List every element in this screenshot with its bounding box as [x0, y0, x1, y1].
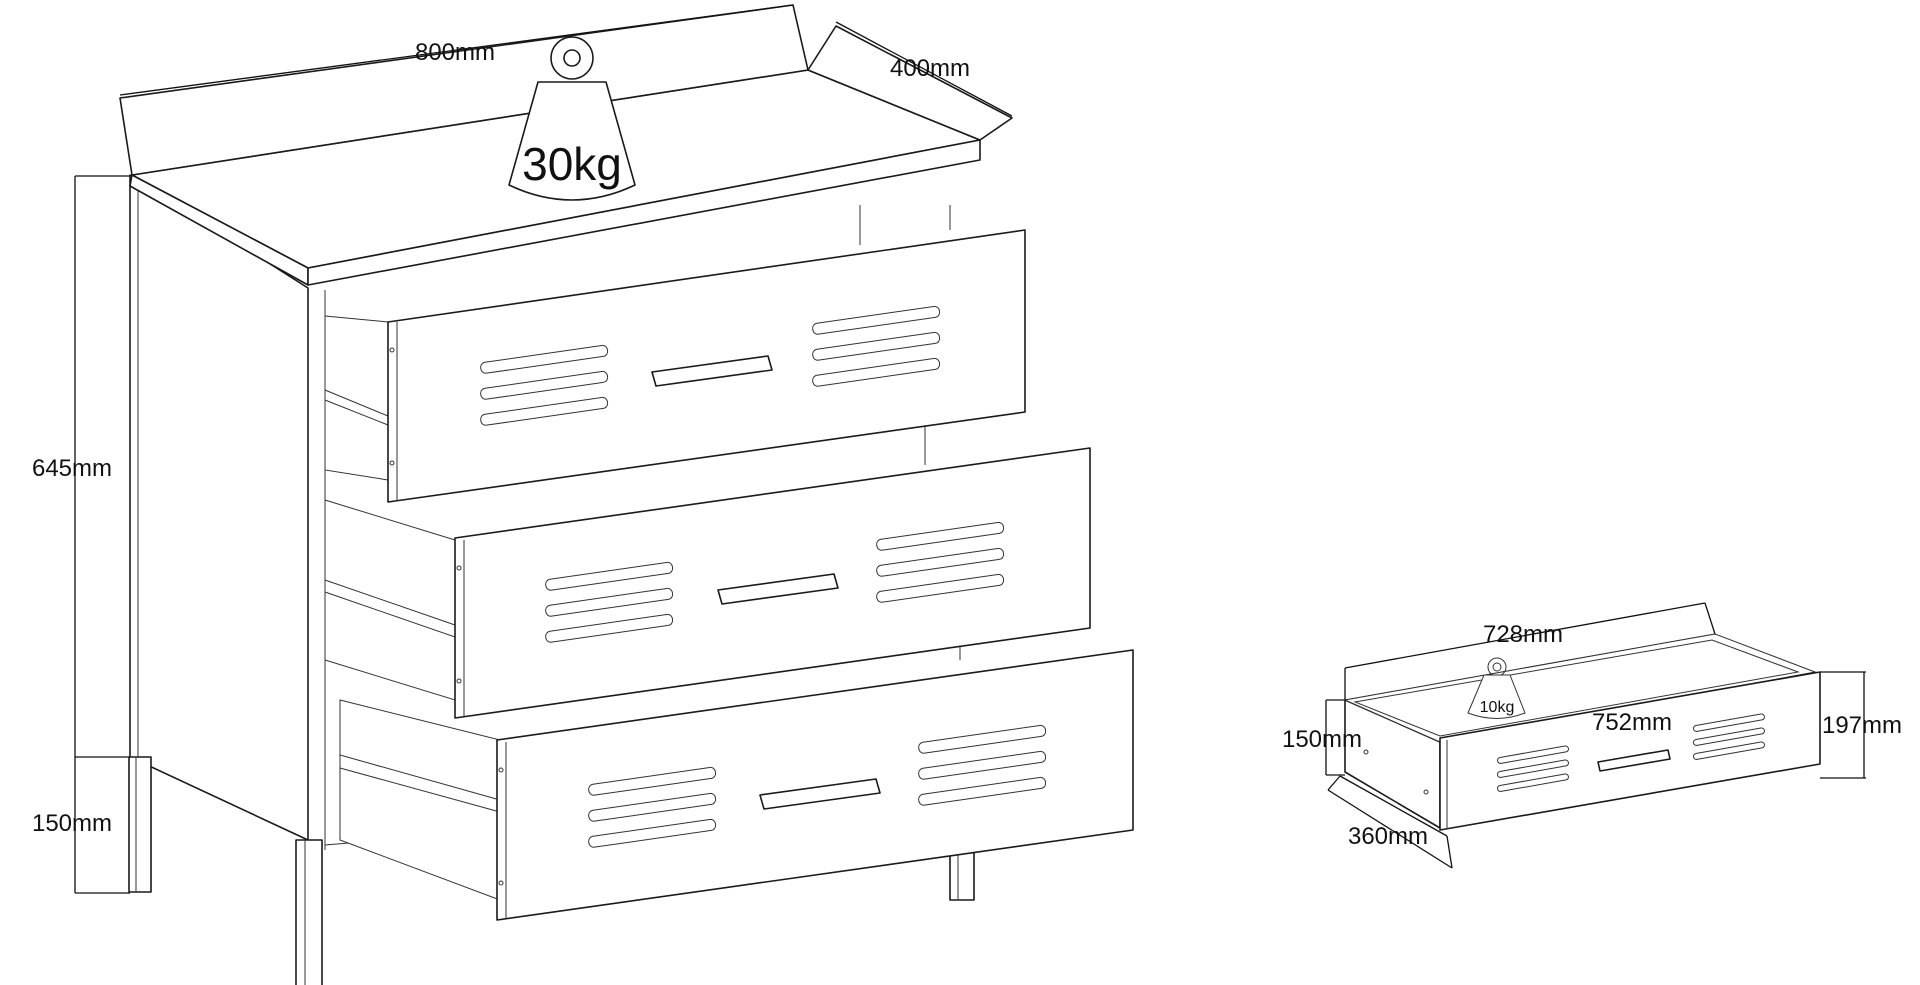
drawer-outer-width-label: 728mm: [1483, 621, 1563, 648]
drawer-2: [324, 447, 1091, 719]
cabinet-side-panel: [129, 174, 309, 841]
drawer-3-vents-left: [588, 766, 717, 848]
drawer-2-handle[interactable]: [717, 573, 839, 605]
top-load-label: 30kg: [522, 138, 622, 190]
drawer-3-vents-right: [918, 724, 1047, 806]
detached-drawer-front: [1439, 671, 1821, 831]
leg-height-label: 150mm: [32, 810, 112, 837]
dimension-drawer-depth: 360mm: [1327, 775, 1453, 869]
drawer-load-label: 10kg: [1480, 699, 1515, 716]
drawer-3-handle[interactable]: [759, 778, 881, 810]
dimension-cabinet-depth: 400mm: [835, 21, 1013, 117]
dimension-drawer-outer-width: 728mm: [1344, 602, 1716, 700]
cabinet-leg-front-left: [295, 839, 323, 985]
cabinet-width-label: 800mm: [415, 39, 495, 66]
cabinet-depth-label: 400mm: [890, 55, 970, 82]
detached-drawer-vents-left: [1496, 745, 1569, 792]
drawer-2-vents-left: [545, 561, 674, 643]
drawer-1-vents-right: [812, 305, 941, 387]
drawer-front-width-label: 752mm: [1592, 709, 1672, 736]
cabinet-leg-back-left: [128, 756, 152, 893]
weight-icon-30kg: 30kg: [508, 36, 636, 201]
drawer-front-height-label: 197mm: [1822, 712, 1902, 739]
drawer-height-label: 150mm: [1282, 726, 1362, 753]
detached-drawer-vents-right: [1692, 713, 1765, 760]
drawer-2-vents-right: [876, 521, 1005, 603]
drawer-depth-label: 360mm: [1348, 823, 1428, 850]
dimension-drawer-height: 150mm: [1282, 699, 1362, 776]
dimension-drawer-front-height: 197mm: [1820, 671, 1902, 779]
dimension-leg-height: 150mm: [32, 757, 130, 894]
detached-drawer: [1343, 633, 1821, 831]
cabinet: [119, 4, 1134, 985]
drawer-3-front: [496, 649, 1134, 921]
drawer-1-vents-left: [480, 344, 609, 426]
dimension-cabinet-width: 800mm: [119, 4, 794, 96]
cabinet-height-label: 645mm: [32, 455, 112, 482]
cabinet-leg-front-right: [949, 851, 975, 901]
drawer-3: [339, 649, 1134, 921]
dimension-drawer-front-width: 752mm: [1592, 709, 1672, 736]
weight-icon-10kg: 10kg: [1467, 657, 1526, 719]
drawer-1-handle[interactable]: [651, 355, 773, 387]
drawer-1: [324, 229, 1026, 503]
dimension-cabinet-height: 645mm: [32, 175, 130, 758]
detached-drawer-handle[interactable]: [1597, 749, 1671, 772]
